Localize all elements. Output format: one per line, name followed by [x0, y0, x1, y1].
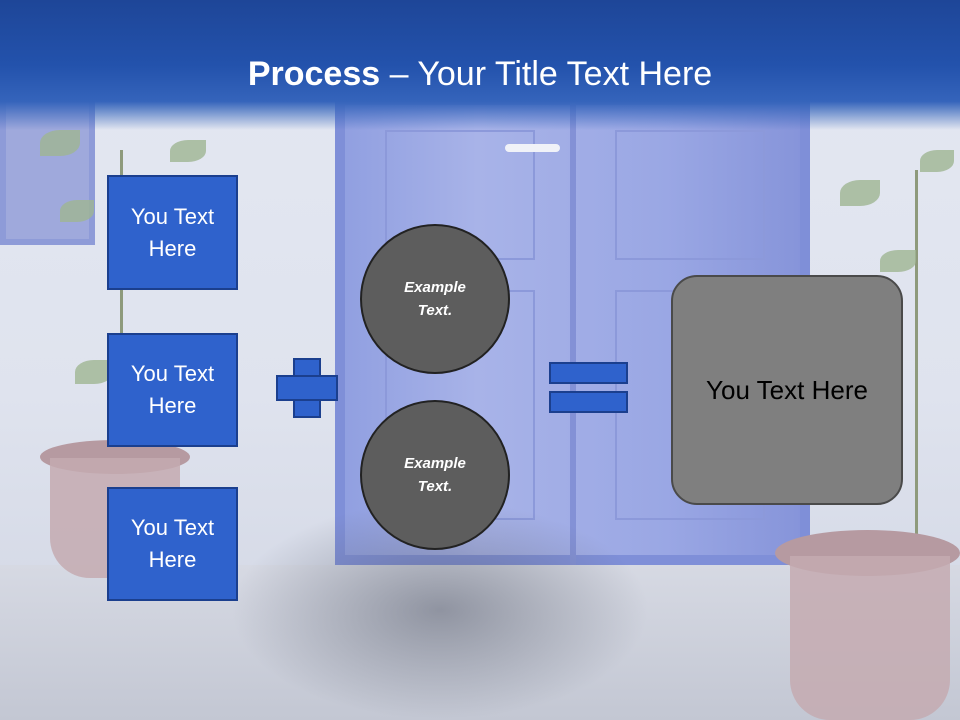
circle-line: Example [404, 455, 466, 472]
equals-icon-top-bar [549, 362, 628, 384]
background-door-panel [615, 130, 765, 260]
text-box-line: You Text [130, 515, 215, 540]
circle-line: Text. [417, 302, 453, 319]
background-door-handle [505, 144, 560, 152]
background-leaf [920, 150, 954, 172]
equals-icon-bottom-bar [549, 391, 628, 413]
title-dash: – [380, 55, 418, 93]
slide-title: Process – Your Title Text Here [0, 52, 960, 96]
background-plant-stem [120, 150, 123, 450]
background-pot [790, 556, 950, 720]
header-band [0, 0, 960, 130]
text-box-line: Here [148, 547, 197, 572]
background-leaf [840, 180, 880, 206]
title-text: Your Title Text Here [417, 55, 713, 93]
text-box-line: Here [148, 235, 197, 261]
background-leaf [880, 250, 916, 272]
text-box-line: You Text [130, 361, 215, 386]
title-bold: Process [247, 55, 381, 93]
background-leaf [75, 360, 113, 384]
background-door-split [570, 95, 576, 565]
background-plant-stem [915, 170, 918, 550]
circle-line: Text. [417, 478, 453, 495]
result-text: You Text Here [706, 374, 868, 405]
background-leaf [170, 140, 206, 162]
background-leaf [60, 200, 94, 222]
text-box-line: You Text [130, 203, 215, 229]
text-box-line: Here [148, 393, 197, 418]
result-box: You Text Here [671, 275, 903, 505]
plus-icon-core [295, 377, 319, 399]
circle-line: Example [404, 279, 466, 296]
background-leaf [40, 130, 80, 156]
